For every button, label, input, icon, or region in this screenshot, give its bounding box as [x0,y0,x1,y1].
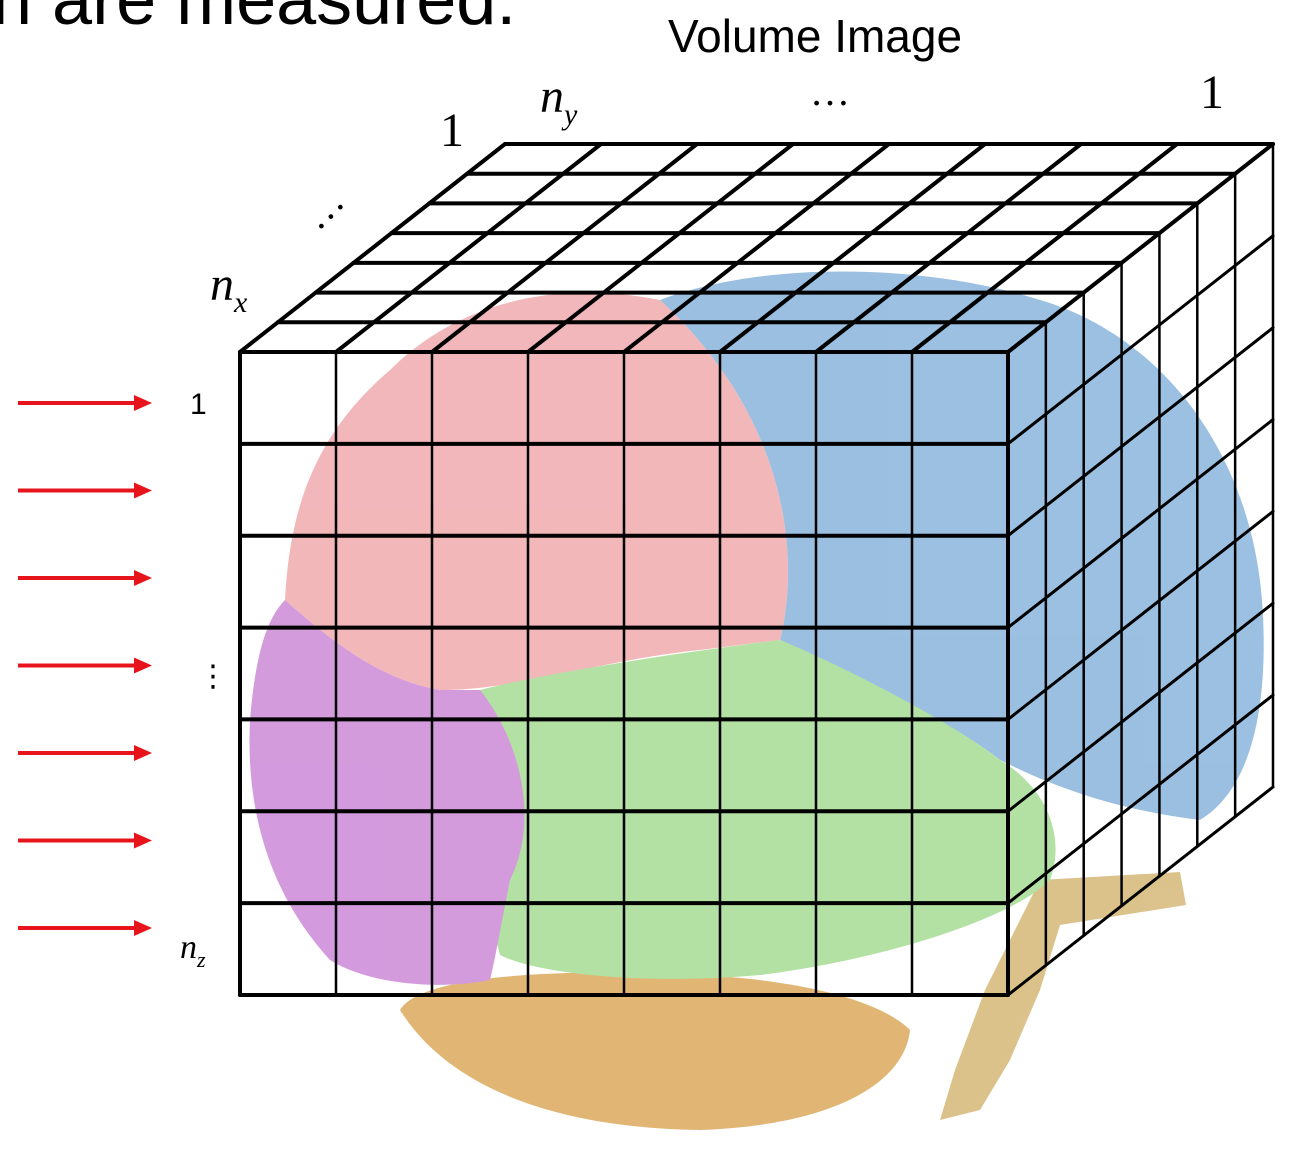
slice-arrow [18,745,152,761]
z-vertical-ellipsis-label: ⋮ [198,660,228,693]
nx-label: nx [210,258,248,319]
y-ellipsis-label: … [810,69,850,114]
brain-illustration [249,272,1263,1131]
nz-label: nz [180,929,206,972]
y-index-start-label: 1 [440,104,464,157]
slide-heading-fragment: n are measured: [0,0,516,40]
ny-var: n [540,70,564,123]
ny-label: ny [540,70,578,131]
y-index-end-label: 1 [1200,66,1224,119]
diagram-title: Volume Image [668,10,962,62]
nz-subscript: z [196,947,206,972]
nx-var: n [210,258,234,311]
slice-arrow [18,920,152,936]
slice-arrow [18,833,152,849]
slice-arrow [18,570,152,586]
ny-subscript: y [561,98,578,131]
nx-subscript: x [233,286,248,319]
x-ellipsis-label: … [293,178,353,238]
nz-var: n [180,929,197,966]
slice-arrow [18,395,152,411]
z-index-first-label: 1 [190,388,207,421]
slice-arrow [18,483,152,499]
slice-arrows [18,395,152,936]
slice-arrow [18,658,152,674]
